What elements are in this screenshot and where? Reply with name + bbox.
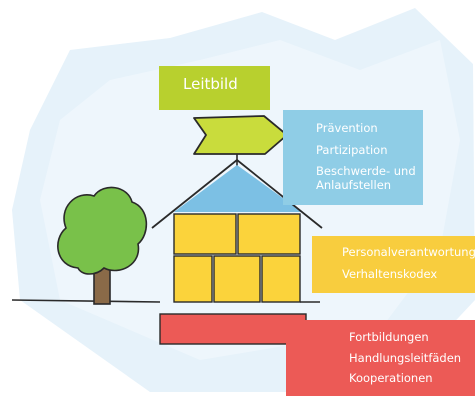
verhaltenskodex-label: Verhaltenskodex (342, 266, 438, 281)
arrow-sign (193, 115, 288, 155)
ground-line (11, 299, 320, 303)
wall-brick (213, 255, 261, 303)
praevention-box: Prävention Partizipation Beschwerde- und… (283, 110, 423, 205)
anlaufstellen-label: Anlaufstellen (316, 177, 392, 192)
wall-brick (261, 255, 301, 303)
handlungsleitfaeden-label: Handlungsleitfäden (349, 350, 462, 365)
tree-crown (57, 186, 148, 275)
tree (57, 186, 148, 305)
personalverantwortung-label: Personalverantwortung (342, 245, 475, 259)
fortbildungen-label: Fortbildungen (349, 330, 429, 344)
foundation (159, 313, 307, 345)
leitbild-label: Leitbild (183, 75, 238, 93)
praevention-label: Prävention (316, 121, 378, 135)
leitbild-box: Leitbild (159, 66, 270, 110)
wall-brick (237, 213, 301, 255)
wall-brick (173, 213, 237, 255)
roof (174, 165, 302, 212)
house-walls (173, 213, 301, 303)
kooperationen-label: Kooperationen (349, 371, 433, 385)
beschwerde-label: Beschwerde- und (316, 164, 416, 178)
fortbildung-box: Fortbildungen Handlungsleitfäden Koopera… (286, 320, 475, 396)
partizipation-label: Partizipation (316, 142, 388, 157)
personal-box: Personalverantwortung Verhaltenskodex (312, 236, 475, 293)
wall-brick (173, 255, 213, 303)
roof-outline (151, 159, 323, 229)
